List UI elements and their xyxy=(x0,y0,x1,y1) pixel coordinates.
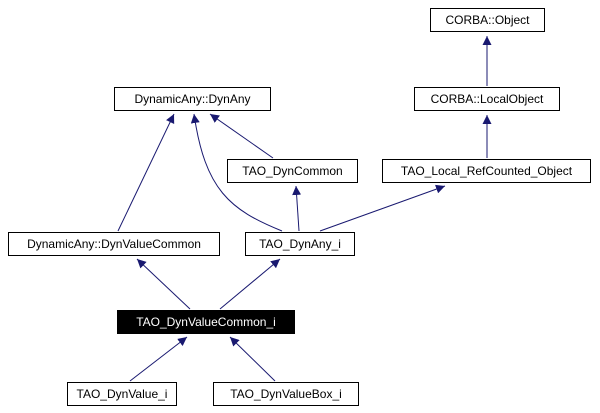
node-label: TAO_DynValue_i xyxy=(76,387,168,401)
node-label: DynamicAny::DynAny xyxy=(134,92,251,106)
node-label: TAO_DynAny_i xyxy=(259,237,341,251)
node-corba-object[interactable]: CORBA::Object xyxy=(430,8,545,32)
edge-dyncommon-to-dynany xyxy=(209,113,274,159)
edge-dynvaluebox-i-to-dvc-i xyxy=(229,336,276,382)
node-tao-dynvaluecommon-i-current: TAO_DynValueCommon_i xyxy=(117,310,295,334)
node-label: DynamicAny::DynValueCommon xyxy=(27,237,201,251)
edge-dvc-i-to-dynany-i xyxy=(219,258,281,310)
node-tao-local-refcounted-object[interactable]: TAO_Local_RefCounted_Object xyxy=(382,159,591,183)
node-dynamicany-dynvaluecommon[interactable]: DynamicAny::DynValueCommon xyxy=(8,232,220,256)
node-label: TAO_DynCommon xyxy=(242,164,343,178)
node-label: TAO_DynValueCommon_i xyxy=(136,315,276,329)
edge-dynvaluecommon-to-dynany xyxy=(117,113,175,232)
node-tao-dyncommon[interactable]: TAO_DynCommon xyxy=(227,159,358,183)
edge-dynany-i-to-refcounted xyxy=(319,184,446,232)
node-label: CORBA::Object xyxy=(445,13,530,27)
node-corba-local-object[interactable]: CORBA::LocalObject xyxy=(414,87,560,111)
node-tao-dynvaluebox-i[interactable]: TAO_DynValueBox_i xyxy=(213,382,359,406)
node-tao-dynany-i[interactable]: TAO_DynAny_i xyxy=(245,232,355,256)
edge-dynany-i-to-dynany xyxy=(190,113,283,232)
node-tao-dynvalue-i[interactable]: TAO_DynValue_i xyxy=(67,382,177,406)
node-label: TAO_Local_RefCounted_Object xyxy=(400,164,573,178)
node-dynamicany-dynany[interactable]: DynamicAny::DynAny xyxy=(114,87,271,111)
edge-dvc-i-to-dynvaluecommon xyxy=(136,258,191,310)
node-label: TAO_DynValueBox_i xyxy=(230,387,342,401)
edge-dynvalue-i-to-dvc-i xyxy=(129,336,188,382)
edge-dynany-i-to-dyncommon xyxy=(292,185,302,232)
node-label: CORBA::LocalObject xyxy=(430,92,544,106)
